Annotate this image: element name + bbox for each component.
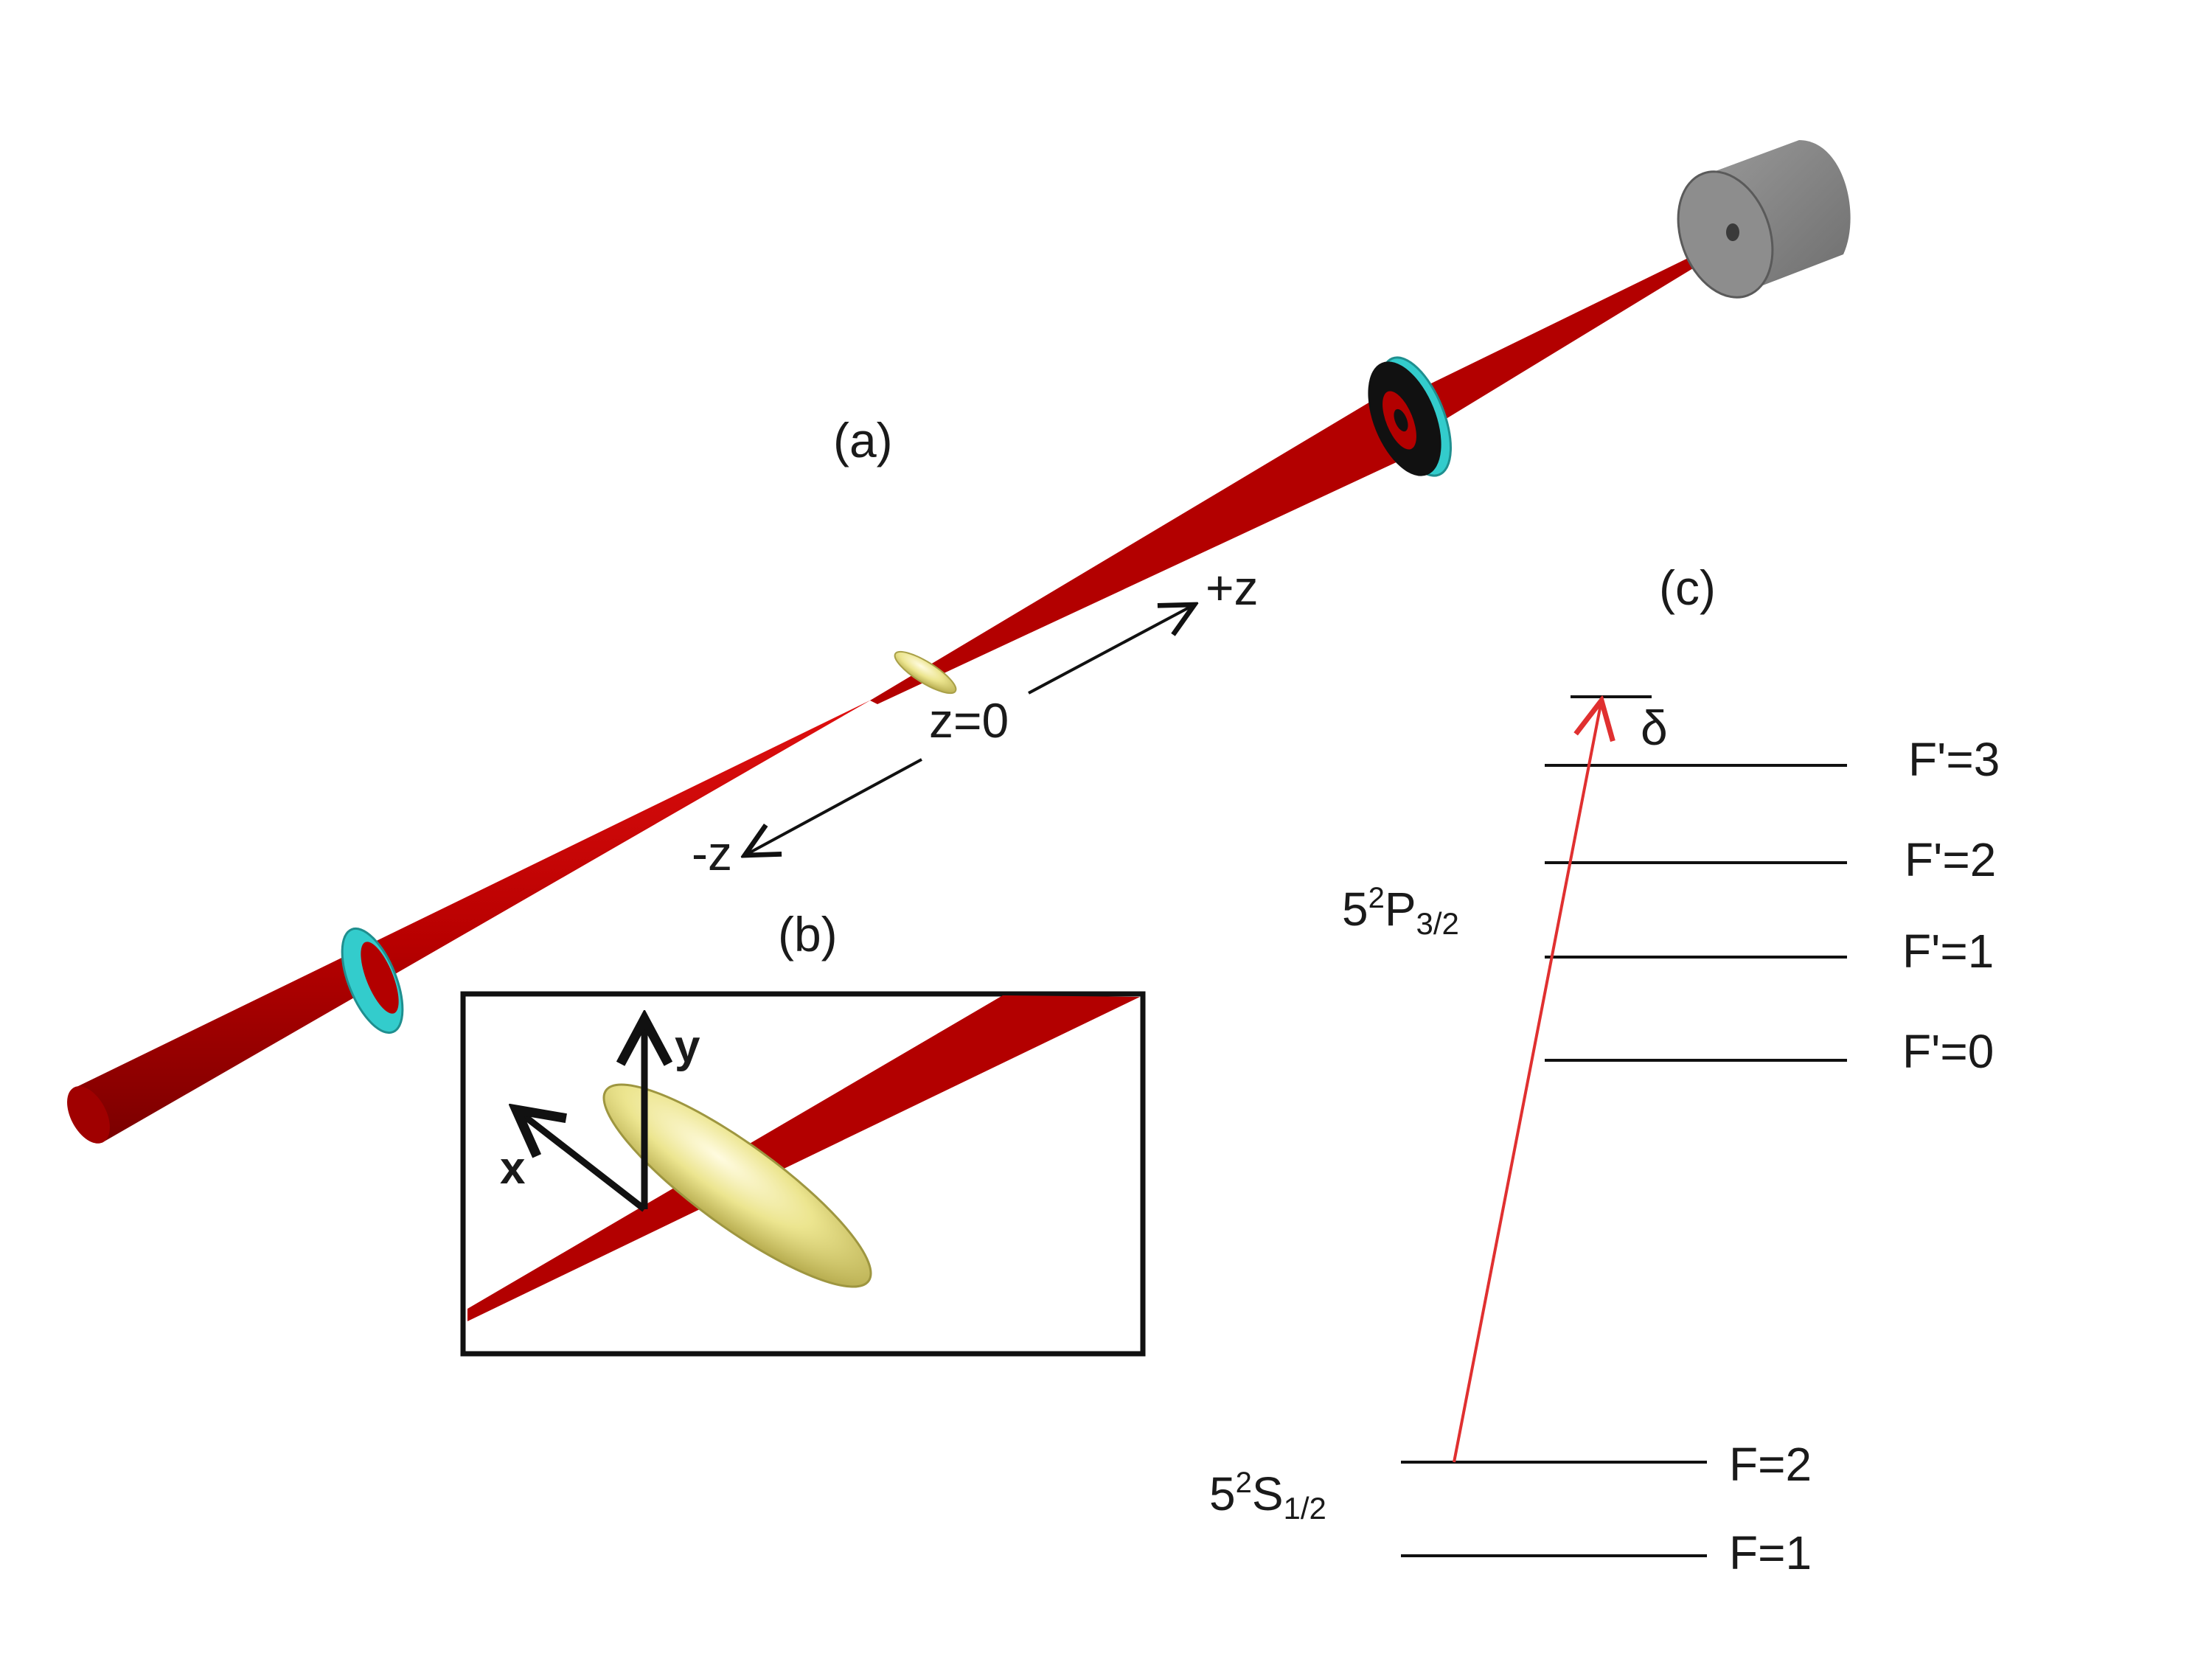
level-label-F2: F=2 [1729,1438,1812,1491]
excited-levels: F'=3 F'=2 F'=1 F'=0 [1545,733,2000,1078]
panel-c-label: (c) [1659,560,1716,615]
ground-state-term: 52S1/2 [1209,1467,1326,1526]
panel-b-label: (b) [778,907,838,961]
plus-z-label: +z [1206,560,1259,615]
lens-left [341,927,404,1034]
inset-frame [460,991,1146,1357]
inset-panel: y x [460,991,1146,1357]
inset-atom-cloud [602,1083,872,1288]
x-axis-arrow [516,1110,647,1212]
level-label-F3p: F'=3 [1908,733,2000,786]
level-label-F1: F=1 [1729,1526,1812,1579]
x-axis-label: x [500,1143,526,1194]
laser-beam-narrow [1401,234,1740,435]
y-axis-label: y [675,1021,700,1072]
laser-beam-converging [870,383,1423,704]
detector [1677,140,1851,299]
ground-levels: F=2 F=1 [1401,1438,1812,1579]
beam-end-cap [67,1086,110,1144]
transition-arrow [1453,700,1601,1463]
level-label-F2p: F'=2 [1905,833,1996,886]
lens-right [1368,356,1452,477]
detuning-label: δ [1641,700,1668,755]
origin-label: z=0 [929,693,1009,748]
minus-z-arrow [745,758,922,855]
level-label-F1p: F'=1 [1902,925,1994,978]
excited-state-term: 52P3/2 [1342,882,1459,941]
beam-setup [67,140,1851,1144]
laser-beam-wide [75,697,877,1143]
plus-z-arrow [1028,605,1194,695]
panel-a-label: (a) [833,413,893,467]
atom-cloud [894,650,957,695]
level-label-F0p: F'=0 [1902,1025,1994,1078]
minus-z-label: -z [692,826,732,880]
inset-beam [467,995,1140,1321]
